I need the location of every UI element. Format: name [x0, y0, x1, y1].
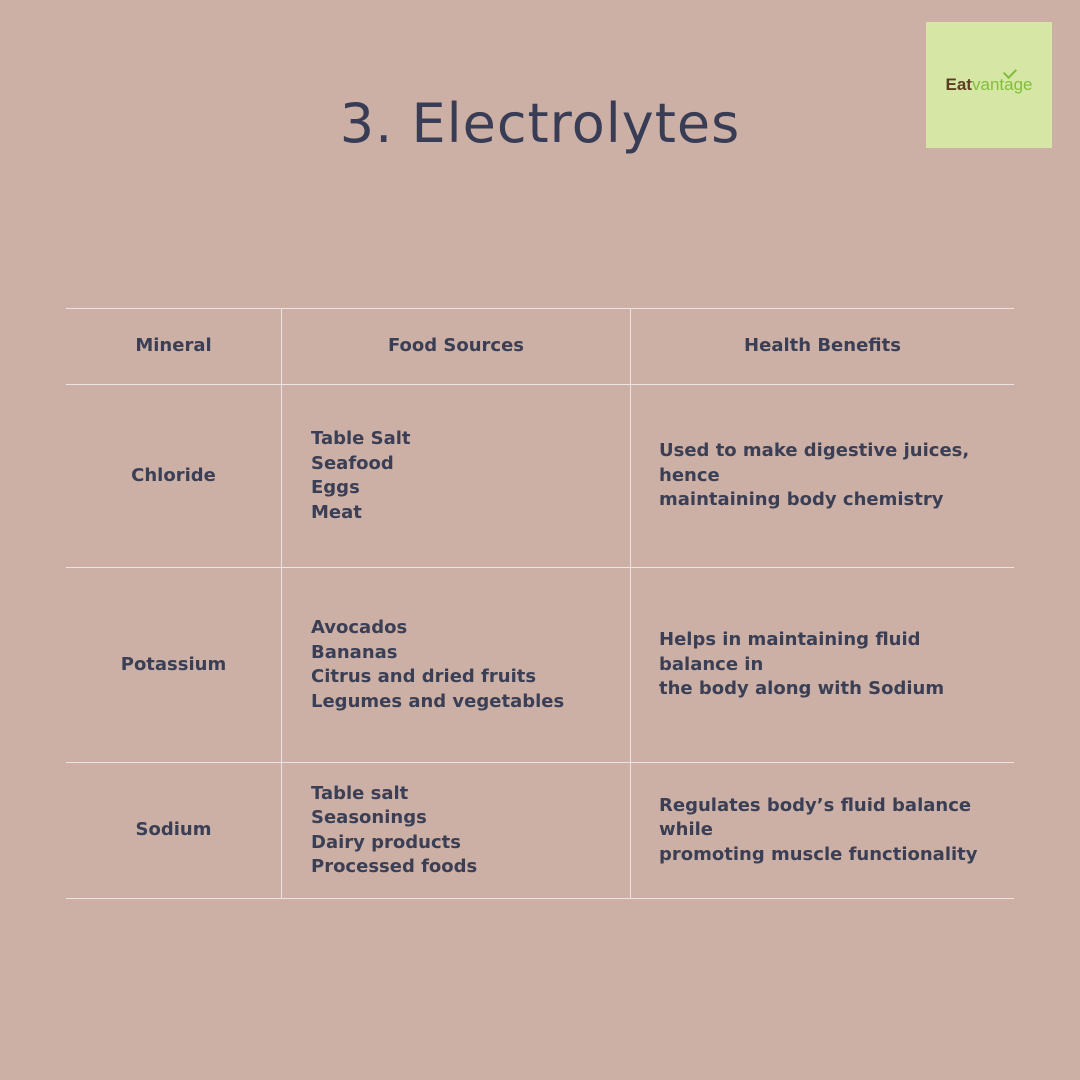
- benefit-line: Regulates body’s fluid balance while: [659, 794, 972, 841]
- health-benefit-cell: Helps in maintaining fluid balance in th…: [631, 568, 1014, 762]
- list-item: Eggs: [311, 477, 360, 498]
- logo-vantage-text: vantage: [971, 75, 1033, 94]
- food-sources-list: Table Salt Seafood Eggs Meat: [311, 427, 411, 525]
- list-item: Meat: [311, 501, 362, 523]
- list-item: Dairy products: [311, 831, 461, 853]
- health-benefit-cell: Regulates body’s fluid balance while pro…: [631, 763, 1014, 898]
- table-row: Potassium Avocados Bananas Citrus and dr…: [66, 568, 1014, 763]
- electrolytes-table: Mineral Food Sources Health Benefits Chl…: [66, 308, 1014, 899]
- logo-eat-text: Eat: [945, 75, 972, 94]
- food-sources-list: Avocados Bananas Citrus and dried fruits…: [311, 616, 564, 714]
- header-mineral: Mineral: [66, 309, 282, 384]
- list-item: Legumes and vegetables: [311, 690, 565, 712]
- header-health-benefits: Health Benefits: [744, 335, 901, 357]
- food-sources-list: Table salt Seasonings Dairy products Pro…: [311, 782, 477, 880]
- list-item: Table salt: [311, 782, 409, 804]
- header-food-sources: Food Sources: [282, 309, 631, 384]
- benefit-line: promoting muscle functionality: [659, 843, 978, 865]
- eatvantage-logo: Eatvantage: [926, 22, 1052, 148]
- food-sources-cell: Table Salt Seafood Eggs Meat: [282, 385, 631, 567]
- mineral-cell: Chloride: [66, 385, 282, 567]
- benefit-line: the body along with Sodium: [659, 678, 945, 700]
- list-item: Avocados: [311, 617, 408, 638]
- list-item: Processed foods: [311, 856, 478, 877]
- list-item: Bananas: [311, 641, 398, 663]
- list-item: Table Salt: [311, 428, 411, 449]
- table-row: Sodium Table salt Seasonings Dairy produ…: [66, 763, 1014, 899]
- table-header-row: Mineral Food Sources Health Benefits: [66, 309, 1014, 385]
- health-benefit-cell: Used to make digestive juices, hence mai…: [631, 385, 1014, 567]
- food-sources-cell: Avocados Bananas Citrus and dried fruits…: [282, 568, 631, 762]
- mineral-cell: Potassium: [66, 568, 282, 762]
- page-title: 3. Electrolytes: [339, 92, 741, 155]
- benefit-line: Helps in maintaining fluid balance in: [659, 629, 921, 675]
- benefit-line: maintaining body chemistry: [659, 489, 944, 511]
- food-sources-cell: Table salt Seasonings Dairy products Pro…: [282, 763, 631, 898]
- list-item: Seafood: [311, 452, 394, 474]
- mineral-cell: Sodium: [66, 763, 282, 898]
- list-item: Citrus and dried fruits: [311, 666, 537, 687]
- list-item: Seasonings: [311, 807, 427, 828]
- benefit-line: Used to make digestive juices, hence: [659, 440, 970, 486]
- table-row: Chloride Table Salt Seafood Eggs Meat Us…: [66, 385, 1014, 568]
